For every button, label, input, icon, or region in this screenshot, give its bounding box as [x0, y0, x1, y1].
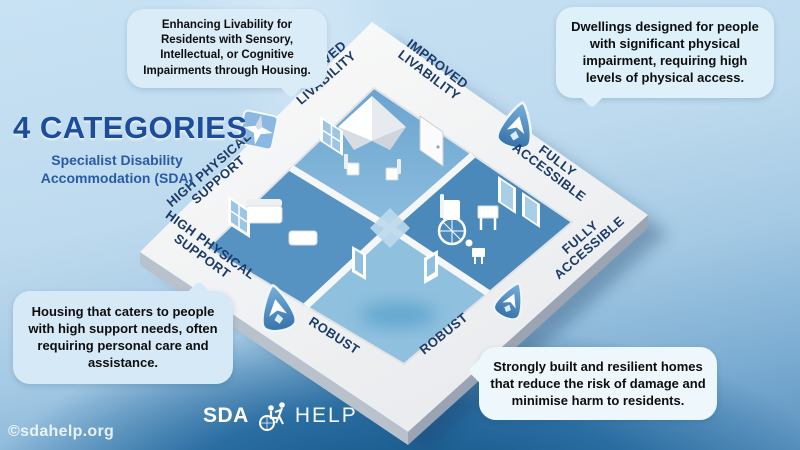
- wheelchair-assist-icon: [258, 402, 285, 431]
- callout-fully-accessible: Dwellings designed for people with signi…: [556, 7, 774, 98]
- table-icon: [477, 205, 499, 230]
- origami-star-badge-icon: [237, 109, 279, 151]
- callout-robust: Strongly built and resilient homes that …: [479, 347, 717, 421]
- watermark: ©sdahelp.org: [8, 423, 115, 440]
- page-title: 4 CATEGORIES: [13, 110, 248, 145]
- wheelchair-icon: [437, 194, 473, 247]
- sda-help-logo: SDA HELP: [203, 400, 358, 432]
- window-icon: [228, 196, 250, 238]
- subtitle-line: Specialist Disability: [51, 152, 183, 168]
- door-icon: [419, 115, 444, 167]
- subtitle-line: Accommodation (SDA): [40, 169, 194, 186]
- center-floor: [370, 208, 410, 248]
- room-walls: [289, 152, 490, 309]
- window-icon: [498, 176, 540, 228]
- floor-streak: [360, 302, 436, 328]
- title-block: 4 CATEGORIES Specialist Disability Accom…: [13, 110, 248, 187]
- umbrella-decor-icon: [338, 96, 406, 150]
- callout-high-physical-support: Housing that caters to people with high …: [13, 291, 233, 384]
- sofas: [245, 199, 318, 246]
- room-robust: [306, 228, 488, 364]
- window-icon: [352, 246, 438, 284]
- logo-help-text: HELP: [294, 404, 358, 427]
- page-subtitle: Specialist Disability Accommodation (SDA…: [13, 152, 221, 187]
- stool-icon: [472, 248, 485, 264]
- diamond-side-se: [408, 215, 648, 445]
- chairs: [344, 154, 401, 181]
- callout-improved-livability: Enhancing Livability for Residents with …: [127, 9, 327, 88]
- logo-sda-text: SDA: [203, 404, 249, 427]
- window-icon: [320, 116, 343, 156]
